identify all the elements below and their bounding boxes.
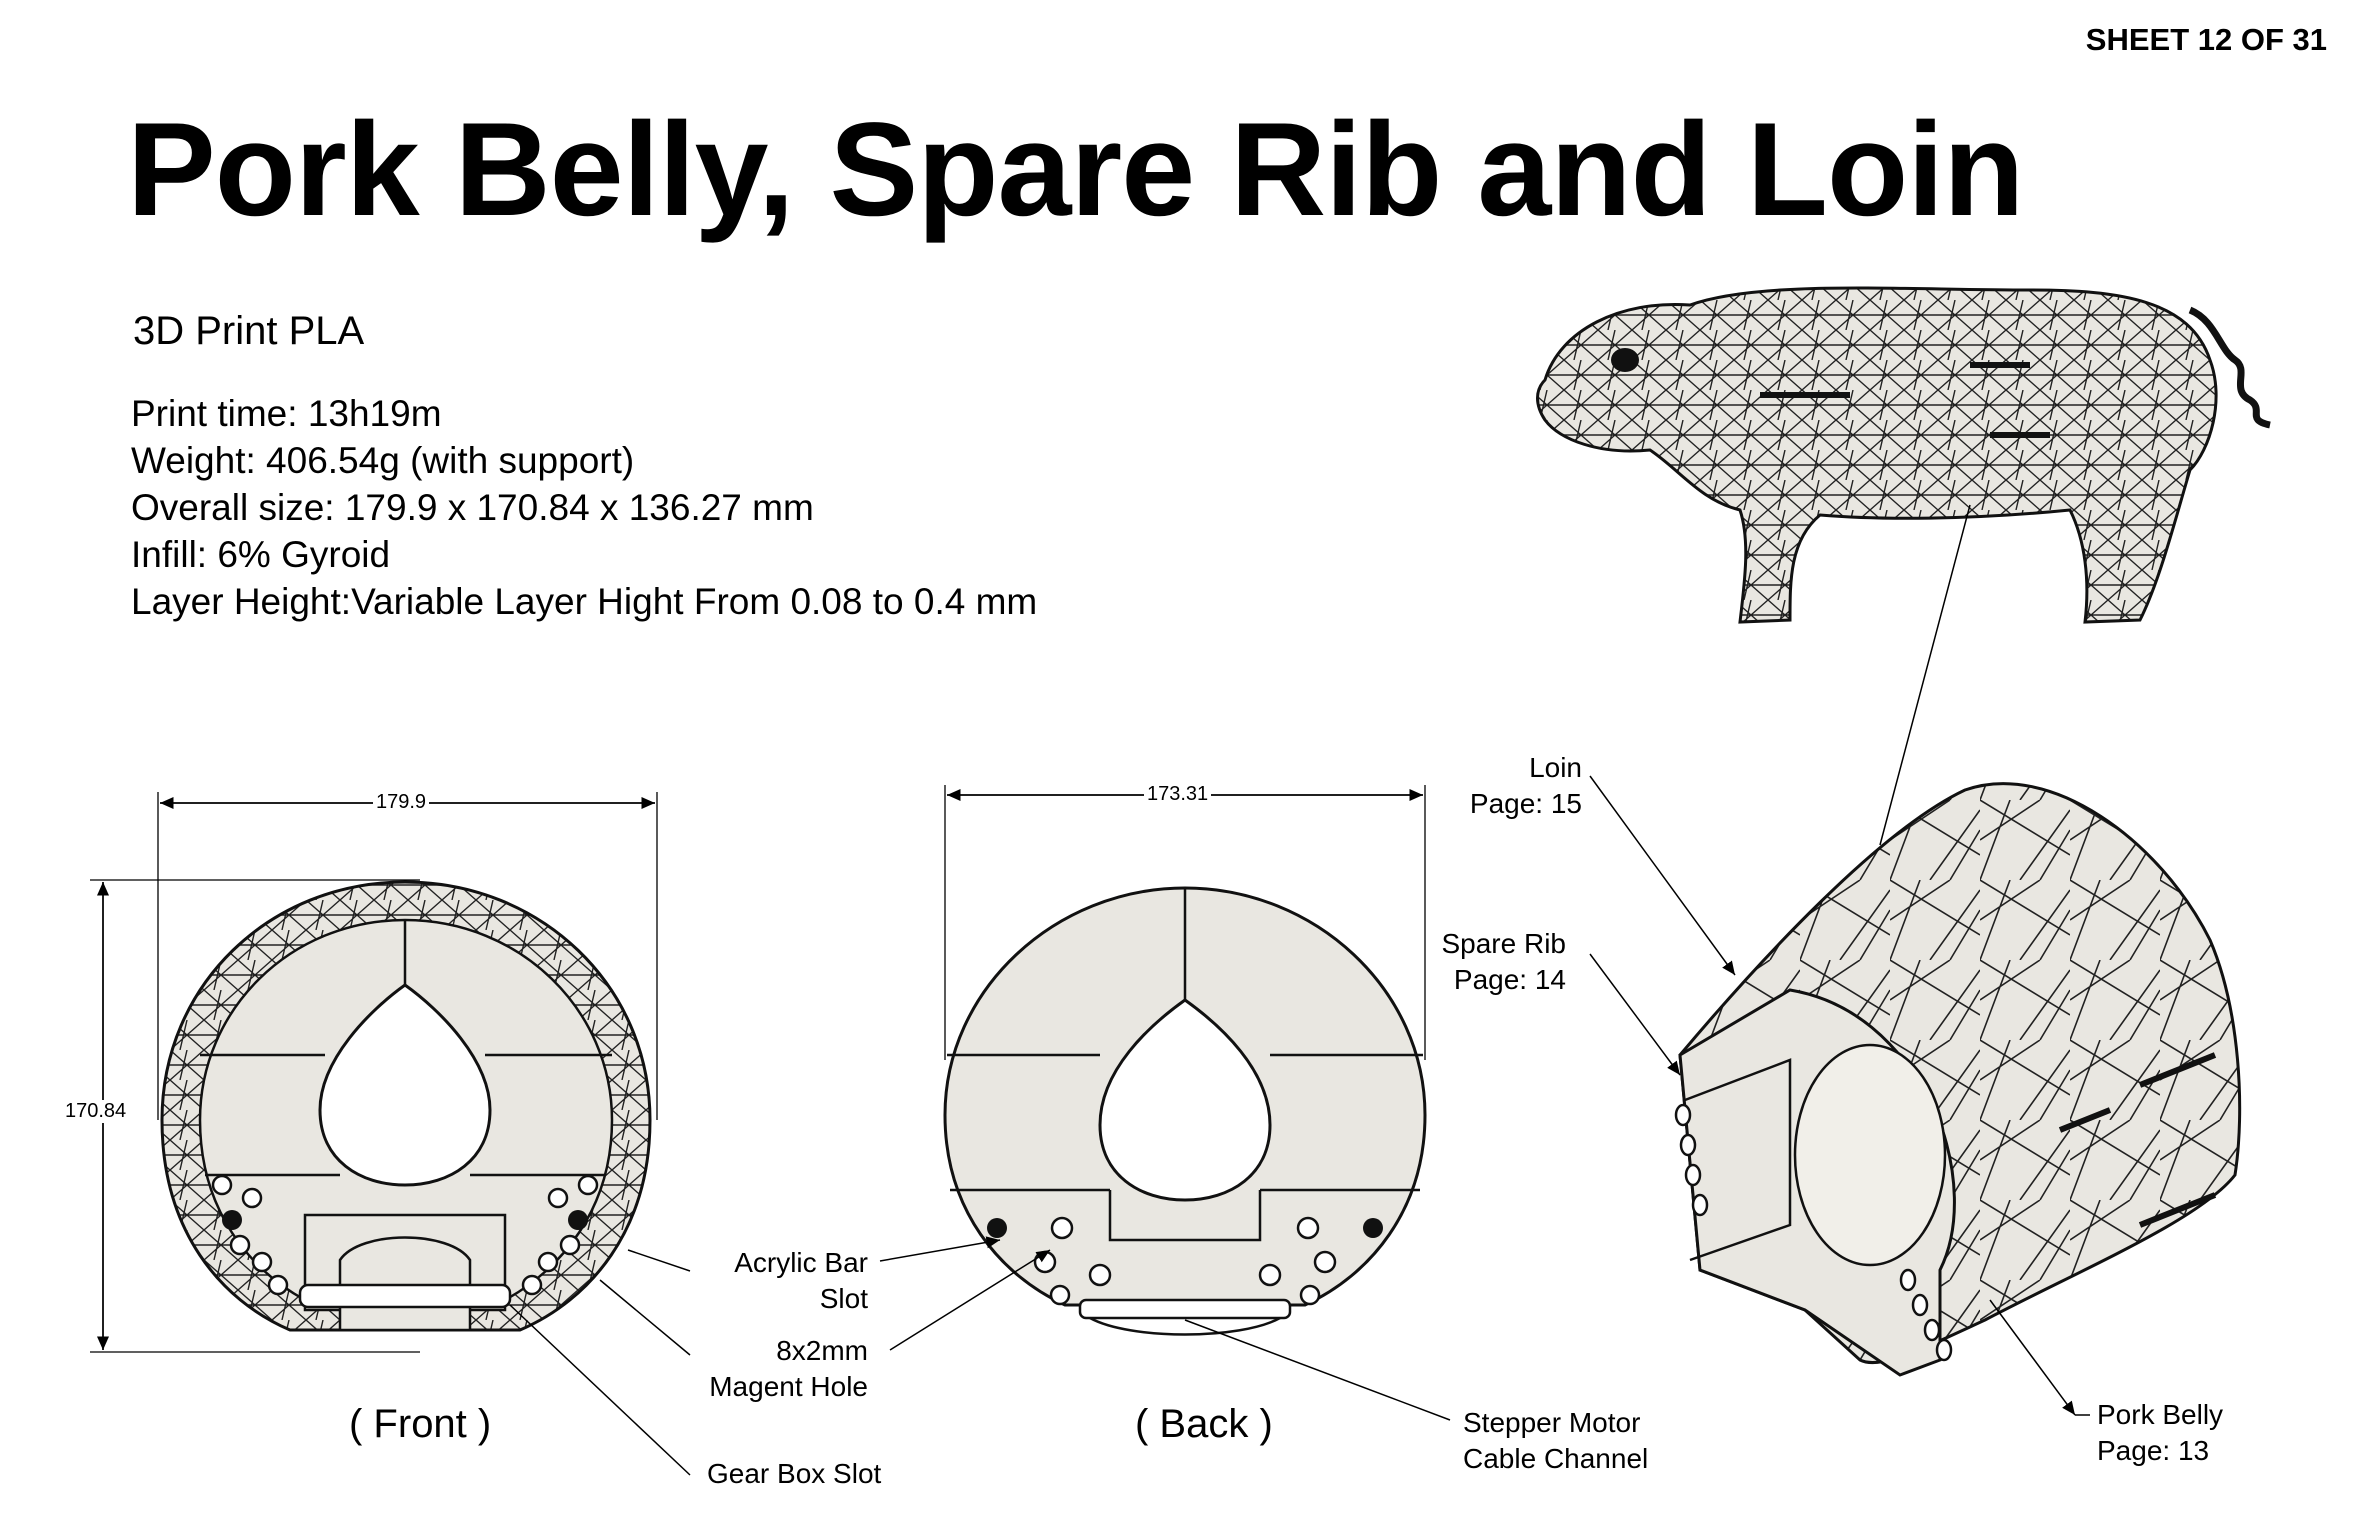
spec-weight: Weight: 406.54g (with support) bbox=[131, 440, 635, 481]
page-title: Pork Belly, Spare Rib and Loin bbox=[127, 96, 2024, 244]
callout-acrylic-bar-slot: Acrylic Bar Slot bbox=[734, 1247, 868, 1314]
back-width-dimension: 173.31 bbox=[1144, 783, 1212, 806]
spec-print-time: Print time: 13h19m bbox=[131, 393, 442, 434]
pig-model bbox=[1536, 286, 2271, 624]
callout-magnet-hole: 8x2mm Magent Hole bbox=[709, 1335, 868, 1402]
spec-overall-size: Overall size: 179.9 x 170.84 x 136.27 mm bbox=[131, 487, 814, 528]
spec-layer-height: Layer Height:Variable Layer Hight From 0… bbox=[131, 581, 1038, 622]
isometric-part-drawing bbox=[1674, 782, 2242, 1377]
material-label: 3D Print PLA bbox=[133, 309, 365, 353]
callout-pork-belly: Pork Belly Page: 13 bbox=[2097, 1399, 2224, 1466]
front-height-dimension: 170.84 bbox=[62, 1100, 130, 1123]
pig-to-part-leader bbox=[1879, 504, 1971, 846]
back-view-label: ( Back ) bbox=[1135, 1402, 1273, 1446]
front-width-dimension: 179.9 bbox=[373, 791, 430, 814]
callout-stepper-motor-cable-channel: Stepper Motor Cable Channel bbox=[1463, 1407, 1649, 1474]
front-view-label: ( Front ) bbox=[349, 1402, 492, 1446]
callout-leaders bbox=[509, 775, 2090, 1476]
front-view-drawing bbox=[90, 792, 658, 1353]
back-view-drawing bbox=[943, 785, 1427, 1336]
sheet-number: SHEET 12 OF 31 bbox=[2085, 22, 2327, 57]
spec-infill: Infill: 6% Gyroid bbox=[131, 534, 391, 575]
print-specs: Print time: 13h19m Weight: 406.54g (with… bbox=[131, 390, 1037, 625]
callout-loin: Loin Page: 15 bbox=[1469, 752, 1582, 819]
callout-gear-box-slot: Gear Box Slot bbox=[707, 1458, 882, 1489]
callout-spare-rib: Spare Rib Page: 14 bbox=[1441, 928, 1566, 995]
